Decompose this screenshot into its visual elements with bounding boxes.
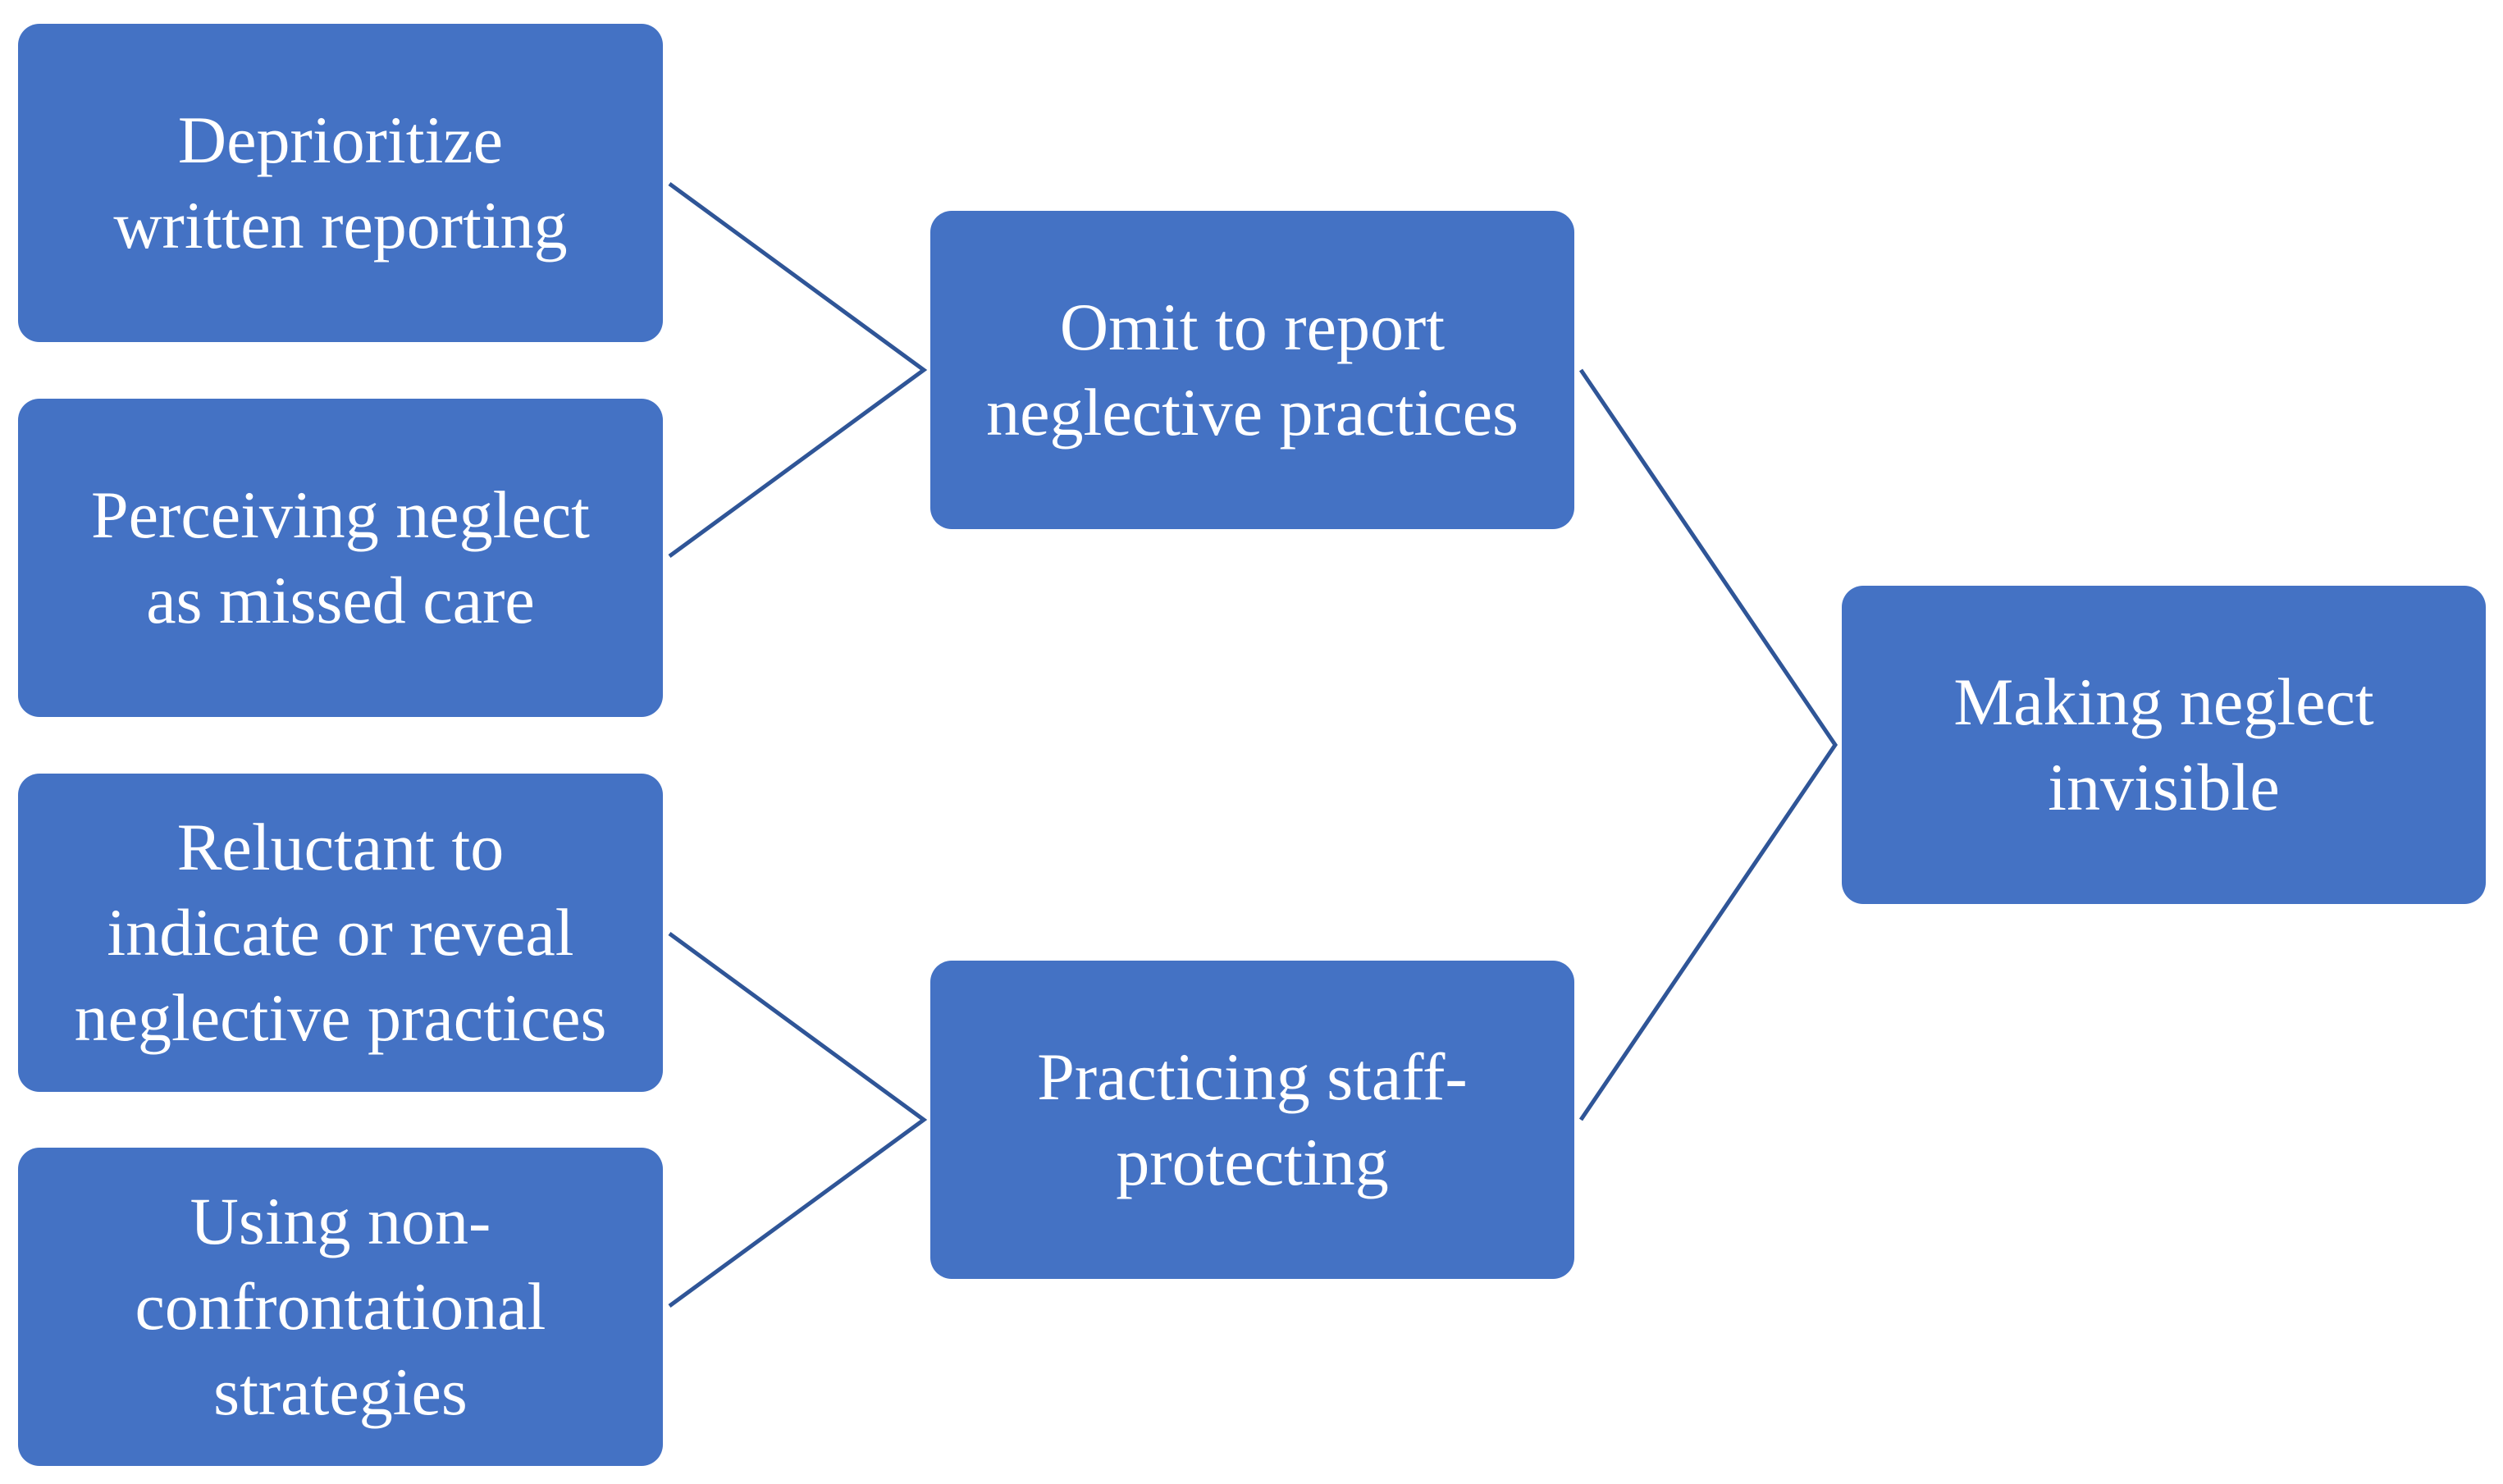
connector-reluctant-to-staff-protecting (668, 931, 928, 1308)
node-practicing-staff-protecting: Practicing staff- protecting (930, 961, 1574, 1279)
connector-deprioritize-to-omit (668, 181, 928, 559)
node-reluctant-to-reveal: Reluctant to indicate or reveal neglecti… (18, 774, 663, 1092)
node-omit-to-report: Omit to report neglective practices (930, 211, 1574, 529)
connector-middle-to-making-invisible (1578, 368, 1838, 1121)
node-making-neglect-invisible: Making neglect invisible (1842, 586, 2486, 904)
node-non-confrontational-strategies: Using non- confrontational strategies (18, 1148, 663, 1466)
node-deprioritize-written-reporting: Deprioritize written reporting (18, 24, 663, 342)
node-perceiving-neglect-as-missed-care: Perceiving neglect as missed care (18, 399, 663, 717)
